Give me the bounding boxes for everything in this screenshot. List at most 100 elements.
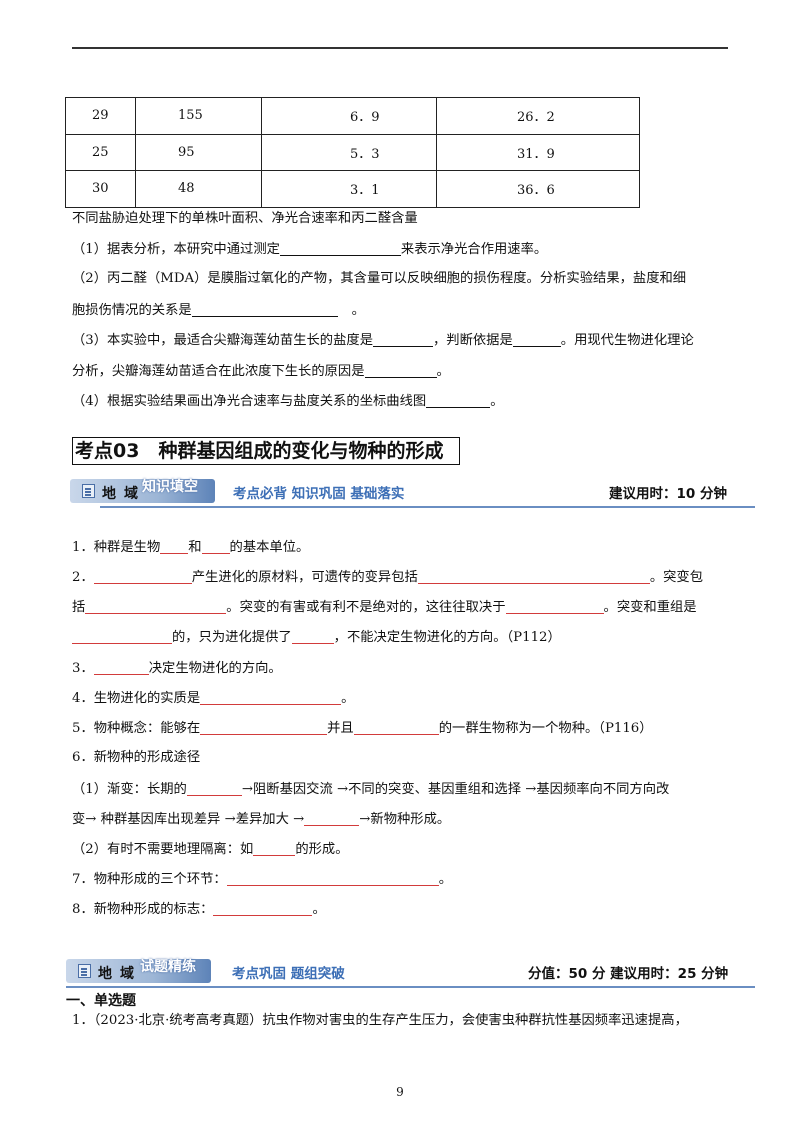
item-8: 8．新物种形成的标志： 。 xyxy=(72,902,326,916)
item-6-line-2: 变→ 种群基因库出现差异 →差异加大 → →新物种形成。 xyxy=(72,812,450,826)
banner-slogan: 考点巩固 题组突破 xyxy=(232,966,345,982)
item-6-blank-2[interactable] xyxy=(304,812,360,826)
book-icon xyxy=(78,964,91,978)
question-4: （4）根据实验结果画出净光合速率与盐度关系的坐标曲线图 。 xyxy=(72,394,503,408)
table-cell: 155 xyxy=(135,97,262,135)
item-2-blank-1[interactable] xyxy=(93,570,192,584)
q1-text-a: （1）据表分析，本研究中通过测定 xyxy=(72,242,280,257)
item-2-blank-5[interactable] xyxy=(72,630,172,644)
item-2-text-d: 括 xyxy=(72,600,86,615)
item-3-text-a: 3． xyxy=(72,661,94,676)
table-cell: 29 xyxy=(65,97,136,135)
item-2-text-g: 的，只为进化提供了 xyxy=(172,630,292,645)
banner-underline xyxy=(100,506,755,508)
item-5: 5．物种概念：能够在 并且 的一群生物称为一个物种。（P116） xyxy=(72,721,653,735)
item-2-line-1: 2． 产生进化的原材料，可遗传的变异包括 。突变包 xyxy=(72,570,703,584)
item-6-text-e: （2）有时不需要地理隔离：如 xyxy=(72,842,254,857)
item-3: 3． 决定生物进化的方向。 xyxy=(72,661,282,675)
banner-tag-left: 地域 xyxy=(98,966,142,982)
item-6-blank-3[interactable] xyxy=(253,842,296,856)
item-2-text-c: 。突变包 xyxy=(649,570,703,585)
item-6-blank-1[interactable] xyxy=(186,782,242,796)
item-8-text-b: 。 xyxy=(312,902,326,917)
question-1: （1）据表分析，本研究中通过测定 来表示净光合作用速率。 xyxy=(72,242,547,256)
q3-blank-1[interactable] xyxy=(373,333,433,347)
item-6-text-b: →阻断基因交流 →不同的突变、基因重组和选择 →基因频率向不同方向改 xyxy=(241,782,670,797)
item-4-blank[interactable] xyxy=(200,691,342,705)
item-5-blank-1[interactable] xyxy=(200,721,328,735)
question-last: 1．（2023·北京·统考高考真题）抗虫作物对害虫的生存产生压力，会使害虫种群抗… xyxy=(72,1013,688,1028)
item-1-blank-1[interactable] xyxy=(160,540,189,554)
book-icon xyxy=(82,484,95,498)
item-2-blank-4[interactable] xyxy=(505,600,604,614)
table-cell: 26．2 xyxy=(436,97,640,135)
item-2-blank-3[interactable] xyxy=(85,600,227,614)
q4-text-a: （4）根据实验结果画出净光合速率与盐度关系的坐标曲线图 xyxy=(72,394,427,409)
q4-text-b: 。 xyxy=(490,394,504,409)
table-cell: 30 xyxy=(65,170,136,208)
item-7-blank[interactable] xyxy=(226,872,439,886)
q1-blank[interactable] xyxy=(279,242,401,256)
question-2-line-1: （2）丙二醛（MDA）是膜脂过氧化的产物，其含量可以反映细胞的损伤程度。分析实验… xyxy=(72,271,687,286)
item-5-text-c: 的一群生物称为一个物种。（P116） xyxy=(438,721,653,736)
item-2-line-3: 的，只为进化提供了 ，不能决定生物进化的方向。（P112） xyxy=(72,630,561,644)
item-2-blank-6[interactable] xyxy=(291,630,334,644)
item-3-blank[interactable] xyxy=(93,661,149,675)
banner-tag-left: 地域 xyxy=(102,486,146,502)
table-cell: 31．9 xyxy=(436,133,640,171)
table-cell: 5．3 xyxy=(261,133,437,171)
banner-tag-right: 知识填空 xyxy=(142,479,198,495)
section-heading: 一、单选题 xyxy=(66,993,136,1009)
item-8-blank[interactable] xyxy=(213,902,313,916)
q3-text-c: 。用现代生物进化理论 xyxy=(560,333,694,348)
item-7-text-b: 。 xyxy=(438,872,453,887)
question-3-line-2: 分析，尖瓣海莲幼苗适合在此浓度下生长的原因是。 xyxy=(72,364,450,378)
page-number: 9 xyxy=(396,1085,404,1099)
table-caption: 不同盐胁迫处理下的单株叶面积、净光合速率和丙二醛含量 xyxy=(72,211,418,226)
q2-text-b: 。 xyxy=(351,303,365,318)
header-rule xyxy=(72,47,728,49)
item-1-blank-2[interactable] xyxy=(201,540,230,554)
banner-time: 分值：50 分 建议用时：25 分钟 xyxy=(528,966,729,982)
q3-text-a: （3）本实验中，最适合尖瓣海莲幼苗生长的盐度是 xyxy=(72,333,373,348)
item-2-text-h: ，不能决定生物进化的方向。（P112） xyxy=(333,630,561,645)
item-4: 4．生物进化的实质是 。 xyxy=(72,691,354,705)
practice-banner: 地域 试题精练 考点巩固 题组突破 分值：50 分 建议用时：25 分钟 xyxy=(66,959,755,988)
item-6-text-d: →新物种形成。 xyxy=(359,812,451,827)
q4-blank[interactable] xyxy=(426,394,491,408)
item-5-text-b: 并且 xyxy=(327,721,354,736)
q1-text-b: 来表示净光合作用速率。 xyxy=(400,242,548,257)
q3-blank-3[interactable] xyxy=(364,364,437,378)
section-title: 考点03 种群基因组成的变化与物种的形成 xyxy=(72,437,460,465)
table-cell: 25 xyxy=(65,133,136,171)
item-4-text-a: 4．生物进化的实质是 xyxy=(72,691,201,706)
banner-underline xyxy=(66,986,755,988)
q3-text-d: 分析，尖瓣海莲幼苗适合在此浓度下生长的原因是 xyxy=(72,364,365,379)
knowledge-banner: 地域 知识填空 考点必背 知识巩固 基础落实 建议用时：10 分钟 xyxy=(70,479,755,508)
table-cell: 3．1 xyxy=(261,170,437,208)
item-6-text-c: 变→ 种群基因库出现差异 →差异加大 → xyxy=(72,812,305,827)
banner-tag-right: 试题精练 xyxy=(140,959,196,975)
item-6-text-a: （1）渐变：长期的 xyxy=(72,782,187,797)
item-1-text-a: 1．种群是生物 xyxy=(72,540,161,555)
q2-text-a: 胞损伤情况的关系是 xyxy=(72,303,192,318)
table-cell: 36．6 xyxy=(436,170,640,208)
item-7: 7．物种形成的三个环节：。 xyxy=(72,872,452,886)
item-6-line-1: （1）渐变：长期的 →阻断基因交流 →不同的突变、基因重组和选择 →基因频率向不同… xyxy=(72,782,669,796)
item-8-text-a: 8．新物种形成的标志： xyxy=(72,902,214,917)
item-5-blank-2[interactable] xyxy=(353,721,439,735)
item-5-text-a: 5．物种概念：能够在 xyxy=(72,721,201,736)
item-2-text-a: 2． xyxy=(72,570,94,585)
q2-blank[interactable] xyxy=(191,303,338,317)
question-3-line-1: （3）本实验中，最适合尖瓣海莲幼苗生长的盐度是，判断依据是。用现代生物进化理论 xyxy=(72,333,694,347)
q3-blank-2[interactable] xyxy=(512,333,561,347)
item-1-text-c: 的基本单位。 xyxy=(229,540,310,555)
item-3-text-b: 决定生物进化的方向。 xyxy=(148,661,282,676)
item-4-text-b: 。 xyxy=(341,691,355,706)
item-2-text-b: 产生进化的原材料，可遗传的变异包括 xyxy=(191,570,418,585)
banner-time: 建议用时：10 分钟 xyxy=(609,486,727,502)
item-2-blank-2[interactable] xyxy=(417,570,650,584)
